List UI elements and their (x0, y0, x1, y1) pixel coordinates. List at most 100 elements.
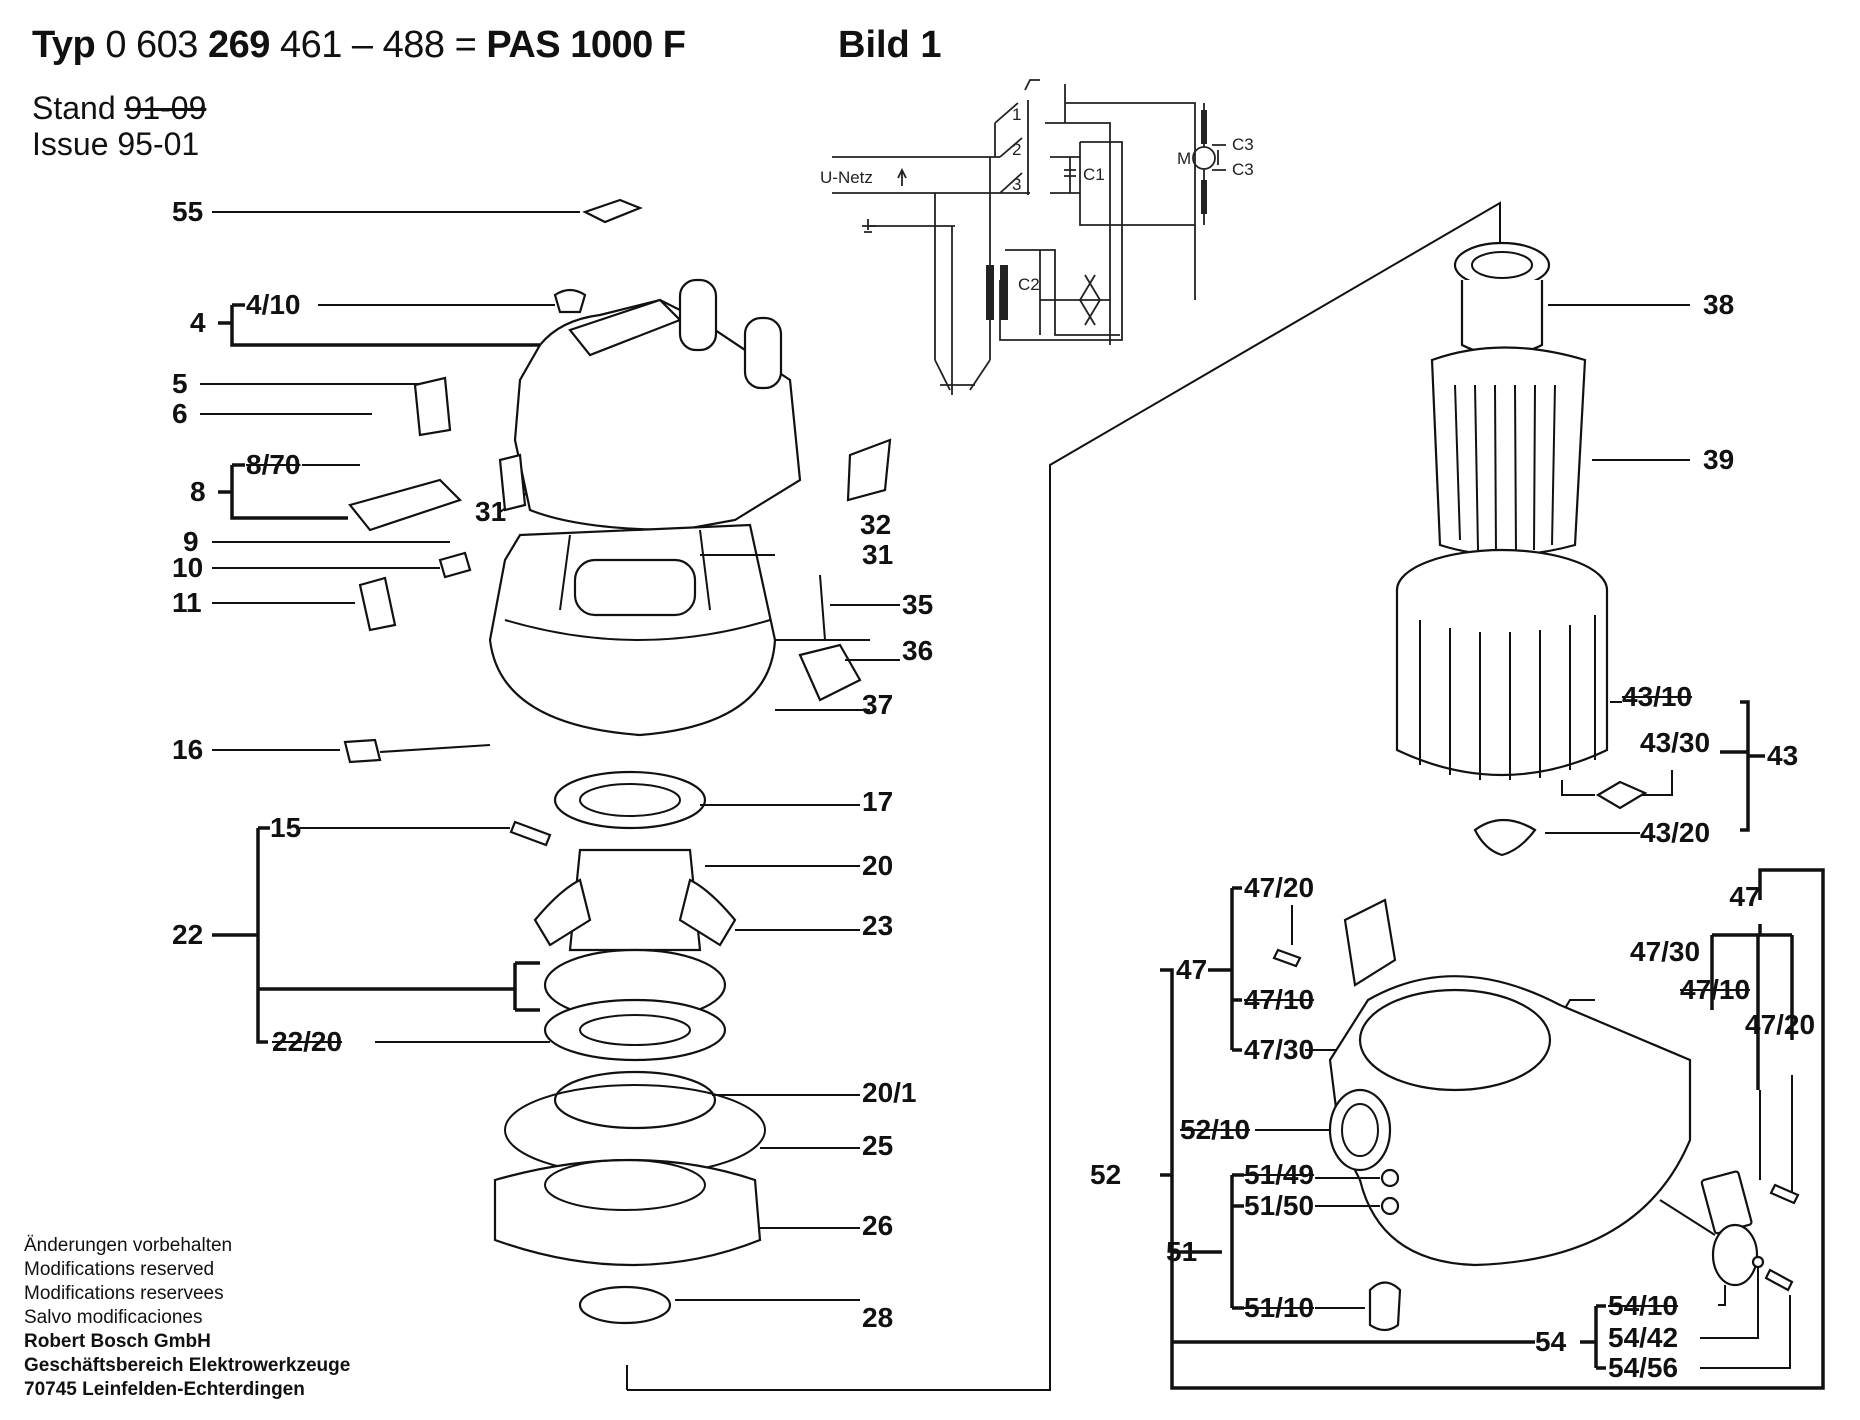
foam-disc-28 (578, 1285, 672, 1325)
part-label-43: 43 (1767, 740, 1799, 771)
label-plate-32 (846, 438, 892, 502)
model-name: PAS 1000 F (486, 24, 686, 66)
wiring-schematic: U-Netz 1 2 3 C1 M C3 C3 C2 (820, 79, 1254, 395)
company-division: Geschäftsbereich Elektrowerkzeuge (24, 1355, 351, 1376)
typ-label: Typ (32, 24, 96, 66)
part-label-47a: 47 (1176, 954, 1208, 985)
screw-47-20 (1272, 948, 1302, 968)
nut-51-49 (1380, 1168, 1400, 1188)
motor-field-winding-bottom (1201, 180, 1207, 214)
part-label-52-10: 52/10 (1180, 1114, 1251, 1145)
leaders-20-23 (705, 865, 860, 931)
brush-holder-10 (438, 551, 472, 579)
part-label-22: 22 (172, 919, 204, 950)
typ-number-prefix: 0 603 (105, 24, 198, 66)
part-label-47b: 47 (1729, 881, 1761, 912)
issue-row: Issue 95-01 (32, 126, 206, 162)
hose-port-left (678, 278, 718, 352)
footer: Änderungen vorbehalten Modifications res… (24, 1234, 350, 1402)
part-label-47-10a: 47/10 (1244, 984, 1315, 1015)
container-assembly (1160, 868, 1825, 1390)
switch-knob-5 (413, 376, 452, 437)
hose-port-right (743, 316, 783, 390)
leaders-54 (1659, 1199, 1791, 1369)
part-label-25: 25 (862, 1130, 894, 1161)
part-label-54-42: 54/42 (1608, 1322, 1679, 1353)
notice-line: Modifications reservees (24, 1283, 224, 1304)
part-label-16: 16 (172, 734, 204, 765)
part-label-51-49: 51/49 (1244, 1159, 1315, 1190)
company-address: 70745 Leinfelden-Echterdingen (24, 1379, 305, 1400)
leaders-9-10-11 (212, 541, 450, 604)
bracket-43 (1720, 700, 1765, 832)
part-label-20-1: 20/1 (862, 1077, 917, 1108)
part-label-36: 36 (902, 635, 934, 666)
hose-inlet-inner (1341, 1103, 1379, 1157)
wing-nut-43-20 (1473, 819, 1537, 857)
switch-contacts (994, 79, 1040, 195)
leaders-20-1-25 (712, 1094, 860, 1149)
lower-wiring (934, 157, 1120, 360)
leaders-31b-37 (700, 554, 870, 641)
part-label-47-10b: 47/10 (1680, 974, 1751, 1005)
switch-network (999, 84, 1196, 345)
fan-22-20 (543, 998, 727, 1062)
part-label-54: 54 (1535, 1326, 1567, 1357)
issue-value: 95-01 (117, 126, 200, 162)
filter-cage-39 (1430, 346, 1587, 557)
triac-symbol (1078, 274, 1102, 326)
power-plug-16 (343, 738, 382, 764)
latch-47-10-right (1700, 1170, 1753, 1235)
part-label-11: 11 (172, 587, 202, 618)
supply-lines (832, 156, 1030, 227)
filter-neck-38 (1460, 280, 1544, 357)
part-label-28: 28 (862, 1302, 894, 1333)
part-label-54-56: 54/56 (1608, 1352, 1679, 1383)
capacitor-c1-label: C1 (1083, 165, 1105, 184)
part-label-5: 5 (172, 368, 188, 399)
screw-54-56 (1764, 1268, 1794, 1292)
part-label-4-10: 4/10 (246, 289, 301, 320)
company-name: Robert Bosch GmbH (24, 1331, 211, 1352)
part-label-51-50: 51/50 (1244, 1190, 1315, 1221)
motor-cylinder (573, 558, 697, 617)
brush-arm-23-left (533, 878, 592, 947)
choke-coil-a (986, 265, 994, 320)
fan-hub (579, 1014, 691, 1046)
stand-value: 91-09 (124, 90, 207, 126)
leaders-5-6 (200, 383, 420, 415)
switch-label-2: 2 (1012, 140, 1021, 159)
part-label-51-10: 51/10 (1244, 1292, 1315, 1323)
switch-mount (498, 453, 527, 512)
motor-field-winding-top (1201, 110, 1207, 144)
leader-43-30 (1561, 770, 1673, 796)
label-plate-55 (582, 198, 643, 224)
part-label-22-20: 22/20 (272, 1026, 343, 1057)
filter-pleats (1419, 615, 1596, 780)
supply-label: U-Netz (820, 168, 873, 187)
motor-armature-20 (568, 848, 702, 952)
part-label-31a: 31 (475, 496, 507, 527)
ground-symbol (862, 219, 876, 233)
circuit-board-8 (348, 478, 463, 532)
ring-20-1 (553, 1070, 717, 1130)
part-label-4: 4 (190, 307, 206, 338)
part-label-43-20: 43/20 (1640, 817, 1711, 848)
equals-sign: = (454, 24, 477, 66)
part-label-39: 39 (1703, 444, 1735, 475)
part-label-31b: 31 (862, 539, 894, 570)
capacitor-c2-label: C2 (1018, 275, 1040, 294)
motor-symbol (1192, 146, 1216, 170)
part-label-20: 20 (862, 850, 894, 881)
filter-cage-ribs (1454, 384, 1556, 556)
label-plate-11 (358, 576, 397, 632)
power-cord (379, 744, 491, 753)
part-label-51: 51 (1166, 1236, 1198, 1267)
screw-47-20-right (1769, 1183, 1800, 1205)
label-plate-43-30 (1595, 780, 1648, 810)
hose-inlet-52-10 (1328, 1088, 1392, 1172)
connector-line-to-filter (626, 201, 1501, 1391)
switch-label-1: 1 (1012, 105, 1021, 124)
part-label-15: 15 (270, 812, 302, 843)
container-brackets (1160, 868, 1825, 1390)
